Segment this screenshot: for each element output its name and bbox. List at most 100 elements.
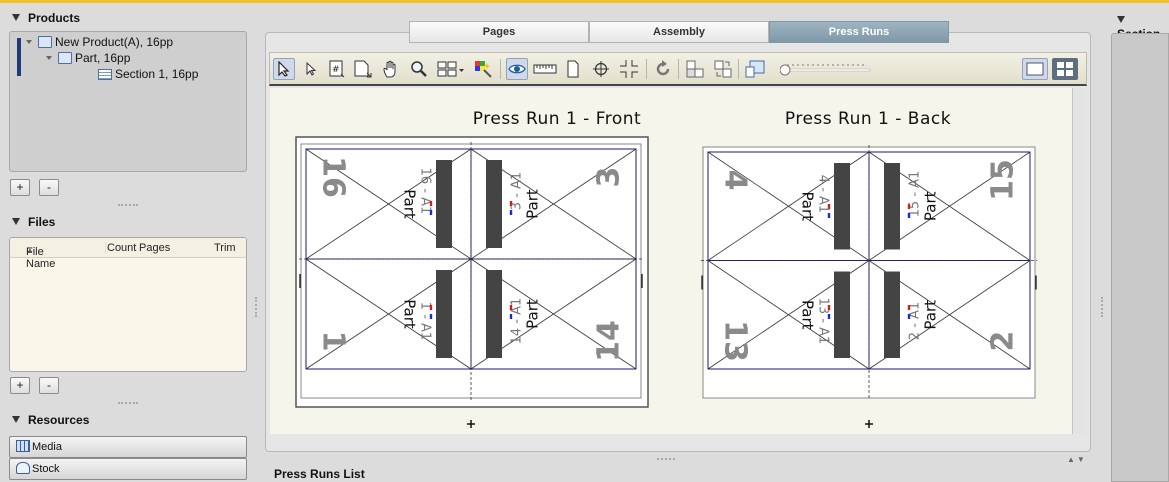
zoom-fit-icon[interactable] [744,58,766,80]
rotate-icon[interactable] [652,58,674,80]
zoom-icon[interactable] [408,58,430,80]
bleed-mark-blue [827,314,831,319]
press-run-title: Press Run 1 - Back [785,109,951,129]
spine-bar [834,271,850,358]
tree-item-part[interactable]: Part, 16pp [46,51,130,65]
resource-label: Stock [32,463,60,475]
resources-header[interactable]: Resources [12,413,89,427]
toolbar-separator [678,59,679,79]
column-trim[interactable]: Trim [214,242,236,254]
pointer-arrow-icon[interactable] [273,58,295,80]
page-number: 2 [986,331,1021,352]
bleed-mark-red [509,201,513,206]
product-icon [38,36,52,48]
right-splitter[interactable] [1098,3,1106,482]
page-number: 4 [718,170,753,191]
spine-bar [436,270,452,358]
left-splitter[interactable] [252,3,260,482]
sort-ascending-icon: ▲ [26,246,34,255]
press-run-title: Press Run 1 - Front [473,109,641,129]
column-pages[interactable]: Pages [139,242,171,254]
splitter-grip [255,297,257,317]
collapse-triangle-icon[interactable] [12,416,20,423]
page-number: 14 [592,320,627,362]
remove-product-button[interactable]: - [39,179,59,196]
pan-hand-icon[interactable] [380,58,402,80]
zoom-slider-thumb[interactable] [779,64,791,76]
bleed-mark-blue [907,213,911,218]
grid-view-icon[interactable] [1052,58,1078,80]
stock-icon [16,462,30,474]
grid-layout-icon[interactable] [436,58,466,80]
toolbar-separator [738,59,739,79]
bleed-mark-blue [827,213,831,218]
view-tabs: Pages Assembly Press Runs [409,21,949,43]
page-part-label: Part [922,191,940,221]
bleed-mark-red [429,201,433,206]
blank-page-icon[interactable] [562,58,584,80]
expand-arrow-icon[interactable] [26,40,32,44]
collapse-arrows-icon[interactable]: ▲▼ [1067,455,1087,464]
single-view-icon[interactable] [1022,58,1048,80]
page-slug: 16 - A1 [418,168,433,215]
page-number: 1 [316,331,351,352]
bleed-mark-red [827,305,831,310]
files-title: Files [28,215,56,229]
page-part-label: Part [401,189,419,219]
resize-grip[interactable] [118,402,138,404]
tree-item-section[interactable]: Section 1, 16pp [98,67,198,81]
color-wand-icon[interactable] [472,58,494,80]
add-file-button[interactable]: + [10,377,30,394]
align-left-icon[interactable] [684,58,706,80]
files-table[interactable]: File Name ▲ Count Pages Trim [9,237,247,372]
page-number: 16 [316,156,351,198]
select-arrow-icon[interactable] [300,58,322,80]
page-number: 15 [986,159,1021,201]
zoom-slider[interactable] [779,62,872,78]
tab-assembly[interactable]: Assembly [589,21,769,43]
remove-file-button[interactable]: - [39,377,59,394]
tab-pages[interactable]: Pages [409,21,589,43]
expand-arrow-icon[interactable] [46,56,52,60]
page-slug: 15 - A1 [908,171,923,218]
resource-stock-button[interactable]: Stock [9,458,247,480]
product-tree[interactable]: New Product(A), 16pp Part, 16pp Section … [9,31,247,172]
page-number-icon[interactable]: # [326,58,348,80]
column-count[interactable]: Count [105,242,137,254]
toolbar-separator [500,59,501,79]
resize-grip[interactable] [118,204,138,206]
collapse-triangle-icon[interactable] [12,218,20,225]
tree-item-label: New Product(A), 16pp [55,35,174,49]
tab-press-runs[interactable]: Press Runs [769,21,949,43]
crosshair-icon[interactable] [590,58,612,80]
section-panel-box [1111,33,1169,482]
resize-grip[interactable] [657,458,675,460]
products-header[interactable]: Products [12,11,80,25]
add-product-button[interactable]: + [10,179,30,196]
preview-eye-icon[interactable] [506,58,528,80]
tree-item-product[interactable]: New Product(A), 16pp [26,35,173,49]
svg-text:#: # [332,65,340,75]
collapse-triangle-icon[interactable] [12,14,20,21]
crop-marks-icon[interactable] [618,58,640,80]
swap-icon[interactable] [712,58,734,80]
files-header[interactable]: Files [12,215,55,229]
part-icon [58,52,72,64]
spine-bar [834,163,850,250]
page-slug: 2 - A1 [908,302,923,340]
collapse-triangle-icon[interactable] [1117,16,1125,23]
spine-bar [436,160,452,248]
bleed-mark-red [907,204,911,209]
page-size-icon[interactable] [352,58,374,80]
tree-item-label: Section 1, 16pp [115,67,199,81]
canvas-scrollbar[interactable] [1072,88,1087,434]
resource-media-button[interactable]: Media [9,436,247,458]
ruler-icon[interactable] [532,58,558,80]
bleed-mark-blue [907,314,911,319]
